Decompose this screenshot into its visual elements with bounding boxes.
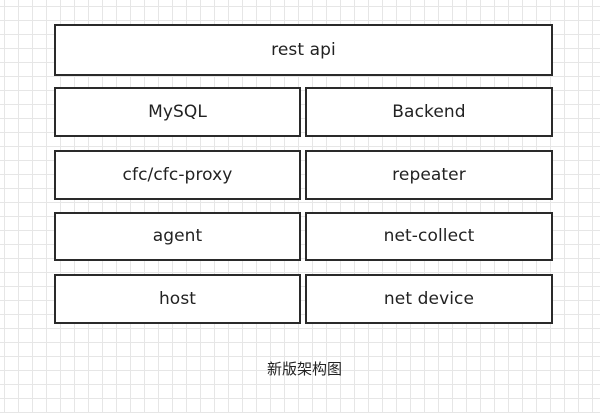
rest-api-label: rest api bbox=[271, 39, 336, 60]
host-label: host bbox=[158, 288, 197, 309]
net-collect-box: net-collect bbox=[305, 212, 553, 261]
diagram-caption: 新版架构图 bbox=[266, 360, 342, 378]
backend-box: Backend bbox=[305, 87, 553, 137]
agent-box: agent bbox=[54, 212, 301, 261]
net-device-box: net device bbox=[305, 274, 553, 324]
mysql-box: MySQL bbox=[54, 87, 301, 137]
repeater-label: repeater bbox=[392, 164, 466, 185]
net-device-label: net device bbox=[383, 288, 475, 309]
host-box: host bbox=[54, 274, 301, 324]
repeater-box: repeater bbox=[305, 150, 553, 200]
net-collect-label: net-collect bbox=[383, 226, 475, 246]
cfc-proxy-box: cfc/cfc-proxy bbox=[54, 150, 301, 200]
rest-api-box: rest api bbox=[54, 24, 553, 76]
backend-label: Backend bbox=[392, 101, 466, 122]
mysql-label: MySQL bbox=[148, 101, 207, 122]
agent-label: agent bbox=[152, 226, 203, 246]
cfc-proxy-label: cfc/cfc-proxy bbox=[122, 164, 233, 185]
